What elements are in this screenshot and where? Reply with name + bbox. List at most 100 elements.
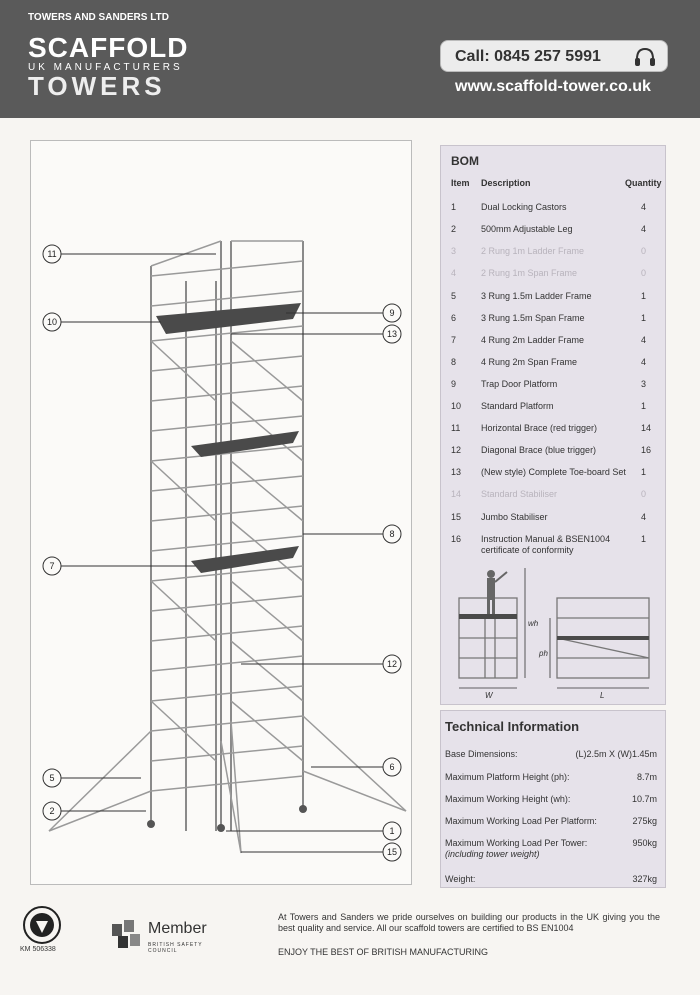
- bom-desc: Standard Stabiliser: [481, 489, 558, 499]
- bom-item: 5: [451, 291, 457, 301]
- tech-value: 950kg: [632, 838, 657, 848]
- bom-qty: 0: [641, 489, 647, 499]
- bom-row: 13 (New style) Complete Toe-board Set 1: [441, 467, 667, 489]
- tech-label-text: Maximum Working Load Per Platform:: [445, 816, 597, 826]
- callout-15: 15: [387, 847, 397, 857]
- bom-qty: 4: [641, 357, 647, 367]
- callout-2: 2: [49, 806, 54, 816]
- bom-desc: Dual Locking Castors: [481, 202, 567, 212]
- logo-line-3: TOWERS: [28, 71, 166, 101]
- bom-item: 14: [451, 489, 462, 499]
- bom-item: 9: [451, 379, 457, 389]
- tech-label-text: Maximum Working Load Per Tower:: [445, 838, 588, 848]
- bom-qty: 1: [641, 401, 647, 411]
- bsc-logo-icon: [112, 920, 140, 948]
- callout-6: 6: [389, 762, 394, 772]
- bom-item: 13: [451, 467, 462, 477]
- bom-desc: 3 Rung 1.5m Span Frame: [481, 313, 585, 323]
- bom-title: BOM: [451, 154, 479, 168]
- label-ph: ph: [538, 649, 548, 658]
- tech-label-text: Maximum Working Height (wh):: [445, 794, 571, 804]
- bom-desc: 4 Rung 2m Ladder Frame: [481, 335, 585, 345]
- bom-desc: (New style) Complete Toe-board Set: [481, 467, 626, 477]
- callout-9: 9: [389, 308, 394, 318]
- callout-10: 10: [47, 317, 57, 327]
- bom-qty: 4: [641, 512, 647, 522]
- label-w: W: [485, 691, 494, 700]
- footer-tagline: ENJOY THE BEST OF BRITISH MANUFACTURING: [278, 947, 489, 957]
- bom-col-description: Description: [481, 178, 531, 188]
- bom-qty: 4: [641, 224, 647, 234]
- bom-desc: 2 Rung 1m Ladder Frame: [481, 246, 585, 256]
- callout-12: 12: [387, 659, 397, 669]
- tech-title: Technical Information: [445, 719, 580, 734]
- bsc-member-logo: Member BRITISH SAFETY COUNCIL: [110, 918, 230, 954]
- bom-desc: 3 Rung 1.5m Ladder Frame: [481, 291, 592, 301]
- platforms: [156, 303, 301, 573]
- bom-item: 7: [451, 335, 457, 345]
- logo-line-1: SCAFFOLD: [28, 32, 189, 63]
- bom-qty: 1: [641, 467, 647, 477]
- tech-label: Base Dimensions:: [445, 749, 615, 760]
- tech-value: 327kg: [632, 874, 657, 884]
- callout-5: 5: [49, 773, 54, 783]
- bom-item: 11: [451, 423, 461, 433]
- callout-8: 8: [389, 529, 394, 539]
- tech-label-text: Maximum Platform Height (ph):: [445, 772, 570, 782]
- callout-1: 1: [389, 826, 394, 836]
- bom-col-item: Item: [451, 178, 470, 188]
- callout-11: 11: [47, 249, 56, 259]
- bom-qty: 1: [641, 534, 647, 544]
- call-box: Call: 0845 257 5991: [440, 40, 668, 72]
- logo-line-2: UK MANUFACTURERS: [28, 62, 183, 73]
- brand-logo: SCAFFOLD UK MANUFACTURERS TOWERS: [28, 32, 189, 101]
- page-header: TOWERS AND SANDERS LTD SCAFFOLD UK MANUF…: [0, 0, 700, 118]
- phone-number: Call: 0845 257 5991: [455, 48, 601, 65]
- tower-dimension-figure: wh ph W L: [458, 568, 650, 700]
- bom-desc: Diagonal Brace (blue trigger): [481, 445, 597, 455]
- bom-col-quantity: Quantity: [625, 178, 662, 188]
- bom-desc: Jumbo Stabiliser: [481, 512, 548, 522]
- bom-item: 2: [451, 224, 457, 234]
- tech-value: 8.7m: [636, 772, 657, 782]
- bom-item: 4: [451, 268, 457, 278]
- bom-qty: 16: [641, 445, 652, 455]
- bom-row: 12 Diagonal Brace (blue trigger) 16: [441, 445, 667, 467]
- company-name: TOWERS AND SANDERS LTD: [28, 12, 169, 23]
- tech-label: Maximum Working Height (wh):: [445, 794, 615, 805]
- bom-item: 12: [451, 445, 462, 455]
- bsc-label: BRITISH SAFETY COUNCIL: [148, 942, 203, 954]
- tech-label: Maximum Working Load Per Tower:(includin…: [445, 838, 615, 860]
- bsi-registered-firm-icon: [23, 906, 61, 944]
- member-label: Member: [148, 920, 207, 937]
- scaffold-tower-illustration: 11 10 7 5 2 9 13 8 12 6 1 15: [42, 240, 407, 862]
- bom-row: 15 Jumbo Stabiliser 4: [441, 512, 667, 534]
- footer-paragraph: At Towers and Sanders we pride ourselves…: [278, 912, 660, 933]
- tech-value: 275kg: [632, 816, 657, 826]
- tech-label-text: Weight:: [445, 874, 476, 884]
- bom-item: 1: [451, 202, 457, 212]
- bom-item: 6: [451, 313, 457, 323]
- bom-qty: 1: [641, 291, 647, 301]
- website-url: www.scaffold-tower.co.uk: [455, 78, 651, 95]
- bom-qty: 0: [641, 246, 647, 256]
- bom-item: 15: [451, 512, 462, 522]
- bom-panel: BOM Item Description Quantity 1 Dual Lock…: [440, 145, 666, 705]
- tech-label: Maximum Platform Height (ph):: [445, 772, 615, 783]
- bom-desc: Horizontal Brace (red trigger): [481, 423, 598, 433]
- bom-desc: Instruction Manual & BSEN1004 certificat…: [481, 534, 611, 555]
- bom-desc: 2 Rung 1m Span Frame: [481, 268, 578, 278]
- bom-row: 14 Standard Stabiliser 0: [441, 489, 667, 511]
- km-number: KM 506338: [20, 946, 56, 953]
- tech-label: Weight:: [445, 874, 615, 885]
- bom-item: 16: [451, 534, 462, 544]
